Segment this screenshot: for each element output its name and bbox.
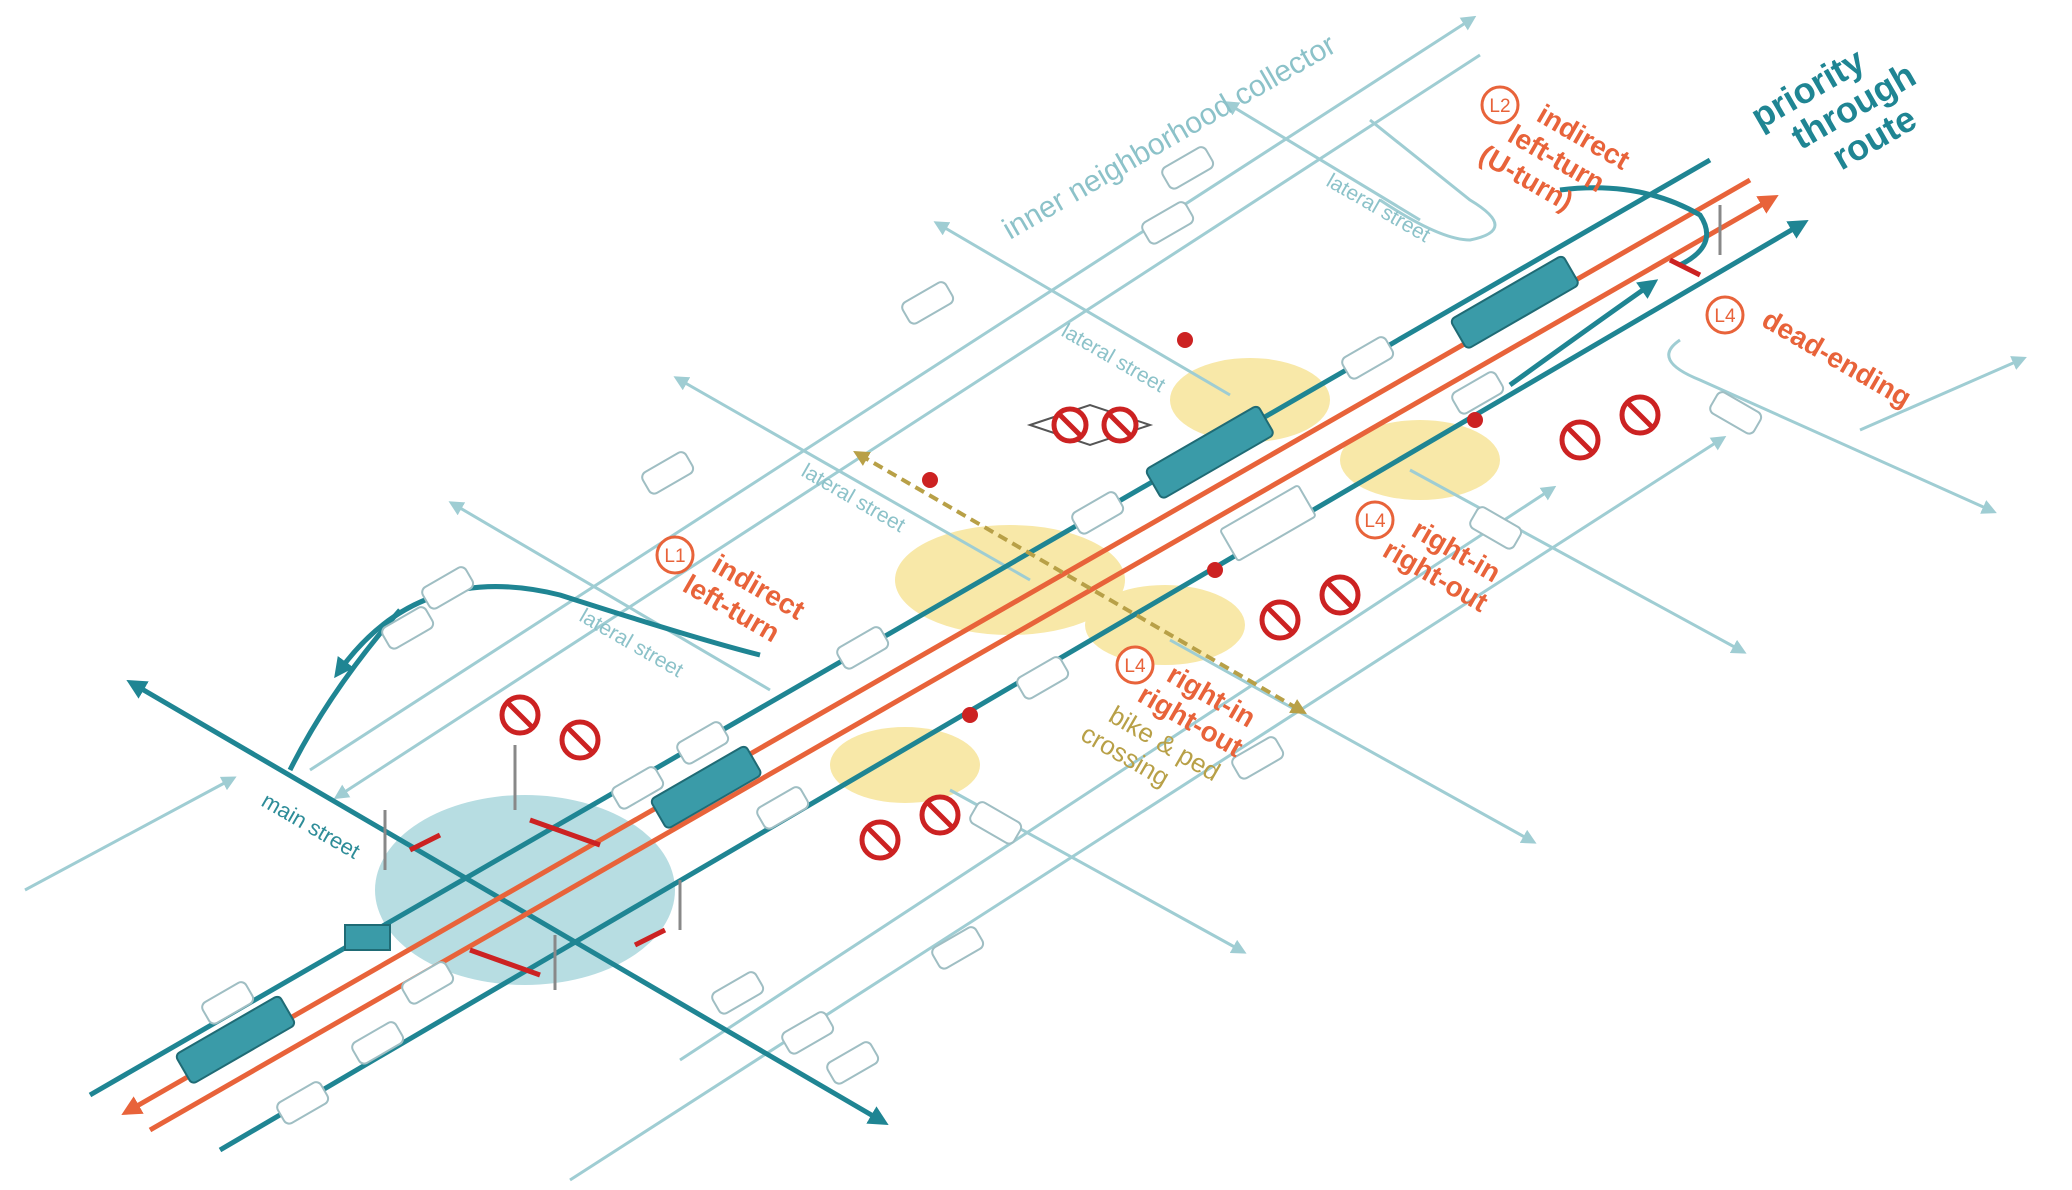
route-teal-south [220,225,1800,1150]
stop-sign-icon [962,707,978,723]
car-icon [380,605,435,651]
car-icon [420,565,475,611]
sign-pair-l4-right [1562,397,1658,458]
sign-pair-lower [862,797,958,858]
buses [175,255,1580,1084]
car-icon [968,800,1023,846]
car-icon [275,1080,330,1126]
car-icon [780,1010,835,1056]
lateral-label-1: lateral street [1323,169,1435,247]
car-icon [1340,335,1395,381]
main-street-west [135,685,880,1120]
l4-badge-center-text: L4 [1124,656,1146,677]
priority-through-route [90,160,1800,1150]
car-icon [1140,200,1195,246]
car-icon [1070,490,1125,536]
car-icon [825,1040,880,1086]
main-street-label: main street [258,788,365,864]
l4-badge-dead-text: L4 [1714,306,1736,327]
lateral-label-2: lateral street [1058,319,1170,397]
stop-sign-icon [1207,562,1223,578]
left-feeder [25,780,230,890]
lateral-3 [940,225,1230,395]
truck-icon [1220,485,1316,561]
car-icon [755,785,810,831]
route-orange-south [150,200,1770,1130]
stop-sign-icon [922,472,938,488]
route-teal-north [90,160,1710,1095]
stop-sign-icon [1177,332,1193,348]
lateral-2 [680,380,1030,580]
car-icon [900,280,955,326]
car-icon [640,450,695,496]
l4-dead-ending-label: dead-ending [1757,303,1917,413]
highlight-lower-right-zone [830,727,980,803]
bus-shelter-icon [345,925,390,950]
bus-icon [1450,255,1580,349]
car-icon [835,625,890,671]
lateral-label-3: lateral street [798,459,910,537]
car-icon [400,960,455,1006]
sign-pair-l2 [1030,405,1150,445]
l2-badge-text: L2 [1489,96,1510,117]
stop-sign-icon [1467,412,1483,428]
frontage-lower [570,440,1720,1180]
car-icon [1015,655,1070,701]
l1-badge-text: L1 [664,546,685,567]
l4-badge-right-text: L4 [1364,511,1386,532]
u-turn-loop [1560,188,1707,265]
priority-route-label: priority through route [1744,21,1942,203]
l2-callout: L2 indirect left-turn (U-turn) [1474,83,1635,231]
sign-pair-l4-center [1262,577,1358,638]
